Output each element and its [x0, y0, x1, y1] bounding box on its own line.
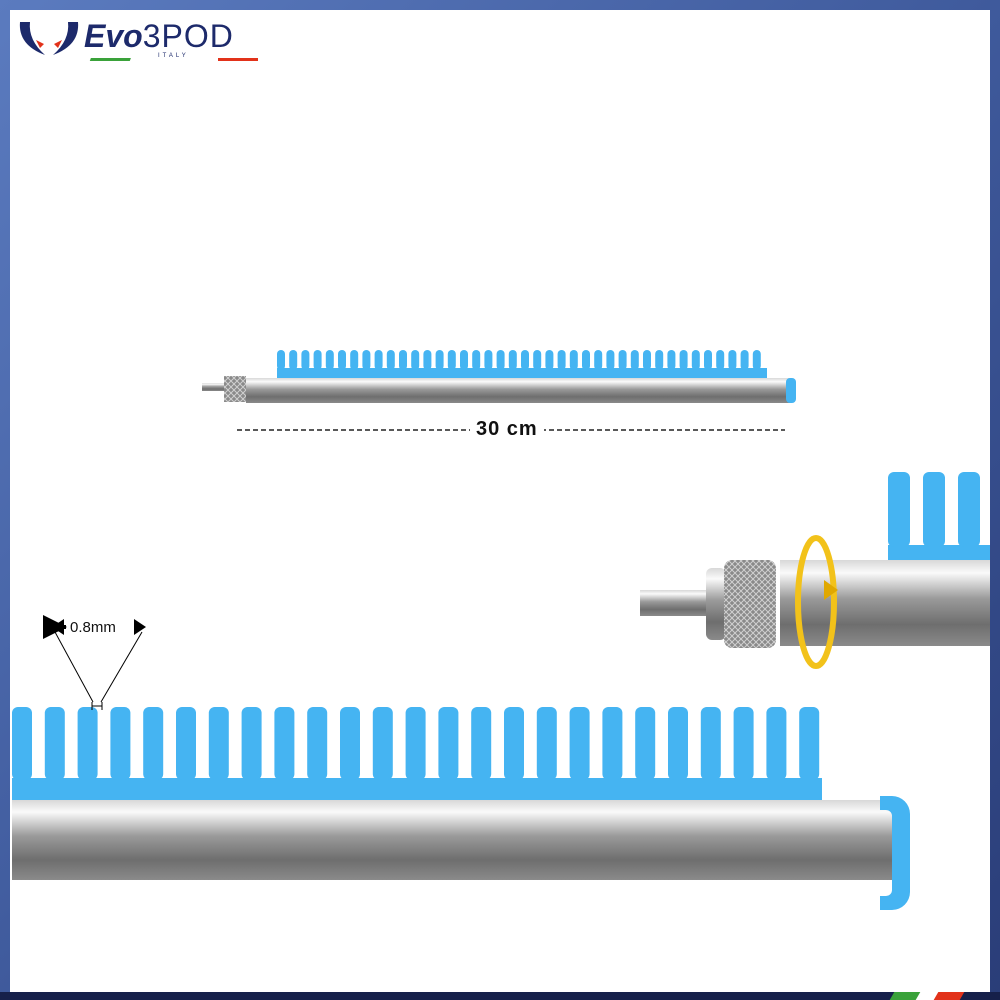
comb-tooth [655, 350, 664, 370]
length-label: 30 cm [470, 418, 544, 441]
big-rod [12, 800, 894, 880]
comb-tooth [557, 350, 566, 370]
comb-tooth [313, 350, 322, 370]
tooth-gap-label: 0.8mm [70, 619, 116, 636]
comb-tooth [766, 707, 787, 780]
comb-tooth [679, 350, 688, 370]
comb-tooth [307, 707, 328, 780]
top-rod-screw [202, 383, 226, 391]
comb-tooth [691, 350, 700, 370]
comb-tooth [504, 707, 524, 780]
bottom-frame-bar [0, 992, 1000, 1000]
detail-screw [640, 590, 712, 616]
comb-base [12, 778, 822, 802]
comb-tooth [704, 350, 712, 370]
comb-tooth [274, 707, 295, 780]
comb-tooth [362, 350, 371, 370]
comb-tooth [536, 707, 557, 780]
brand-name-3pod: 3POD [142, 18, 234, 54]
comb-tooth [569, 707, 590, 780]
top-rod-cap [786, 378, 796, 403]
comb-tooth [740, 350, 749, 370]
comb-tooth [728, 350, 737, 370]
comb-tooth [602, 707, 623, 780]
comb-tooth [888, 472, 910, 547]
comb-tooth [533, 350, 542, 370]
comb-tooth [716, 350, 725, 370]
comb-tooth [668, 707, 688, 780]
comb-tooth [350, 350, 359, 370]
detail-comb-teeth [888, 472, 990, 566]
logo-red-stripe [218, 58, 258, 61]
comb-tooth [582, 350, 590, 370]
comb-tooth [460, 350, 468, 370]
comb-tooth [484, 350, 493, 370]
comb-tooth [289, 350, 298, 370]
brand-name-evo: Evo [84, 18, 143, 54]
comb-tooth [325, 350, 334, 370]
comb-tooth [372, 707, 393, 780]
comb-tooth [958, 472, 980, 547]
top-rod [246, 378, 790, 403]
logo-green-stripe [89, 58, 131, 61]
comb-tooth [399, 350, 407, 370]
comb-tooth [472, 350, 481, 370]
comb-tooth [301, 350, 310, 370]
comb-tooth [447, 350, 456, 370]
brand-logo: Evo3POD [84, 18, 234, 55]
comb-tooth [630, 350, 639, 370]
comb-tooth [667, 350, 676, 370]
comb-tooth [77, 707, 98, 780]
comb-tooth [635, 707, 656, 780]
logo-emblem-icon [19, 22, 79, 55]
rotate-arrow-icon [795, 535, 838, 669]
comb-tooth [241, 707, 262, 780]
comb-tooth [176, 707, 196, 780]
big-rod-cap [880, 796, 910, 910]
comb-tooth [618, 350, 627, 370]
comb-tooth [423, 350, 432, 370]
comb-tooth [700, 707, 721, 780]
comb-tooth [435, 350, 444, 370]
comb-tooth [923, 472, 945, 547]
comb-tooth [405, 707, 426, 780]
detail-knurled-nut [724, 560, 776, 648]
comb-tooth [44, 707, 65, 780]
tooth-gap-annotation [43, 615, 146, 710]
comb-tooth [411, 350, 420, 370]
comb-tooth [521, 350, 529, 370]
comb-tooth [110, 707, 131, 780]
comb-tooth [340, 707, 360, 780]
comb-tooth [12, 707, 32, 780]
comb-tooth [143, 707, 164, 780]
comb-base [277, 368, 767, 380]
comb-tooth [496, 350, 505, 370]
comb-tooth [277, 350, 285, 370]
top-comb-teeth [277, 350, 767, 380]
comb-tooth [208, 707, 229, 780]
brand-subtitle: ITALY [158, 53, 189, 59]
comb-tooth [752, 350, 761, 370]
detail-rod [780, 560, 990, 646]
comb-tooth [594, 350, 603, 370]
comb-tooth [799, 707, 820, 780]
comb-tooth [569, 350, 578, 370]
big-comb-teeth [12, 707, 822, 802]
top-rod-nut [224, 376, 246, 402]
comb-tooth [374, 350, 383, 370]
comb-tooth [606, 350, 615, 370]
comb-tooth [508, 350, 517, 370]
comb-tooth [733, 707, 754, 780]
comb-tooth [545, 350, 554, 370]
comb-tooth [471, 707, 492, 780]
detail-nut-collar [706, 568, 726, 640]
comb-tooth [386, 350, 395, 370]
comb-tooth [338, 350, 346, 370]
comb-tooth [643, 350, 651, 370]
comb-tooth [438, 707, 459, 780]
